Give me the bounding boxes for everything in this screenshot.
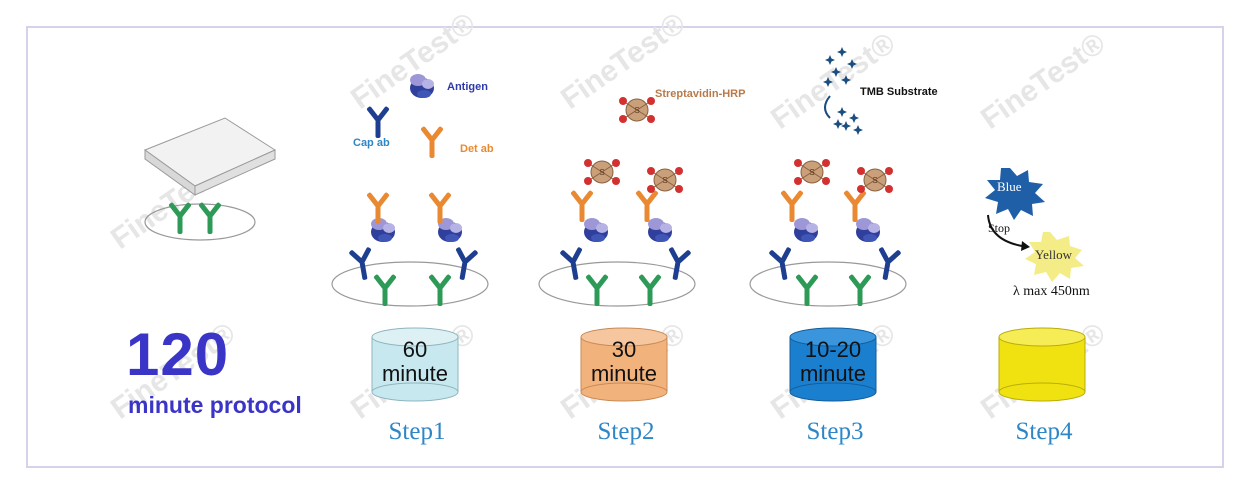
stop-arrow-icon xyxy=(987,214,1023,247)
cap-ab-label: Cap ab xyxy=(353,137,390,149)
cylinder-step4 xyxy=(998,327,1086,402)
coating-antibody xyxy=(198,201,222,234)
watermark: FineTest® xyxy=(345,7,481,116)
step1-assay xyxy=(347,191,480,306)
well-ellipse xyxy=(749,261,907,307)
watermark: FineTest® xyxy=(975,27,1111,136)
antigen-icon xyxy=(410,74,434,98)
streptavidin-hrp-icon xyxy=(618,96,656,124)
step2-time: 30 minute xyxy=(569,338,679,386)
watermark: FineTest® xyxy=(765,27,901,136)
cylinder-step2 xyxy=(580,327,668,402)
step2-label: Step2 xyxy=(597,418,655,445)
step3-time-value: 10-20 xyxy=(804,337,862,362)
yellow-burst-icon xyxy=(1025,232,1084,282)
step1-label: Step1 xyxy=(388,418,446,445)
det-ab-icon xyxy=(420,125,444,158)
blue-label: Blue xyxy=(997,179,1022,194)
stop-label: Stop xyxy=(988,221,1011,235)
step2-assay xyxy=(558,158,693,306)
protocol-label: minute protocol xyxy=(128,392,302,418)
tmb-substrate-label: TMB Substrate xyxy=(860,86,938,98)
step3-label: Step3 xyxy=(806,418,864,445)
step1-time-value: 60 xyxy=(402,337,428,362)
step4-label: Step4 xyxy=(1015,418,1073,445)
diagram-frame xyxy=(26,26,1224,468)
blue-burst-icon xyxy=(985,168,1045,220)
microplate xyxy=(143,117,277,196)
step2-time-value: 30 xyxy=(611,337,637,362)
well-ellipse xyxy=(331,261,489,307)
well-ellipse xyxy=(538,261,696,307)
lambda-max-label: λ max 450nm xyxy=(1013,284,1090,299)
arrow-icon xyxy=(824,95,831,119)
yellow-label: Yellow xyxy=(1035,247,1072,262)
step2-time-unit: minute xyxy=(590,361,658,386)
antigen-label: Antigen xyxy=(447,81,488,93)
cylinder-step1 xyxy=(371,327,459,402)
step3-time: 10-20 minute xyxy=(778,338,888,386)
step3-time-unit: minute xyxy=(799,361,867,386)
step1-time: 60 minute xyxy=(360,338,470,386)
step1-time-unit: minute xyxy=(381,361,449,386)
det-ab-label: Det ab xyxy=(460,143,494,155)
protocol-duration: 120 xyxy=(126,321,230,388)
streptavidin-hrp-label: Streptavidin-HRP xyxy=(655,88,746,100)
step3-assay xyxy=(767,158,903,306)
cap-ab-icon xyxy=(366,105,390,138)
cylinder-step3 xyxy=(789,327,877,402)
